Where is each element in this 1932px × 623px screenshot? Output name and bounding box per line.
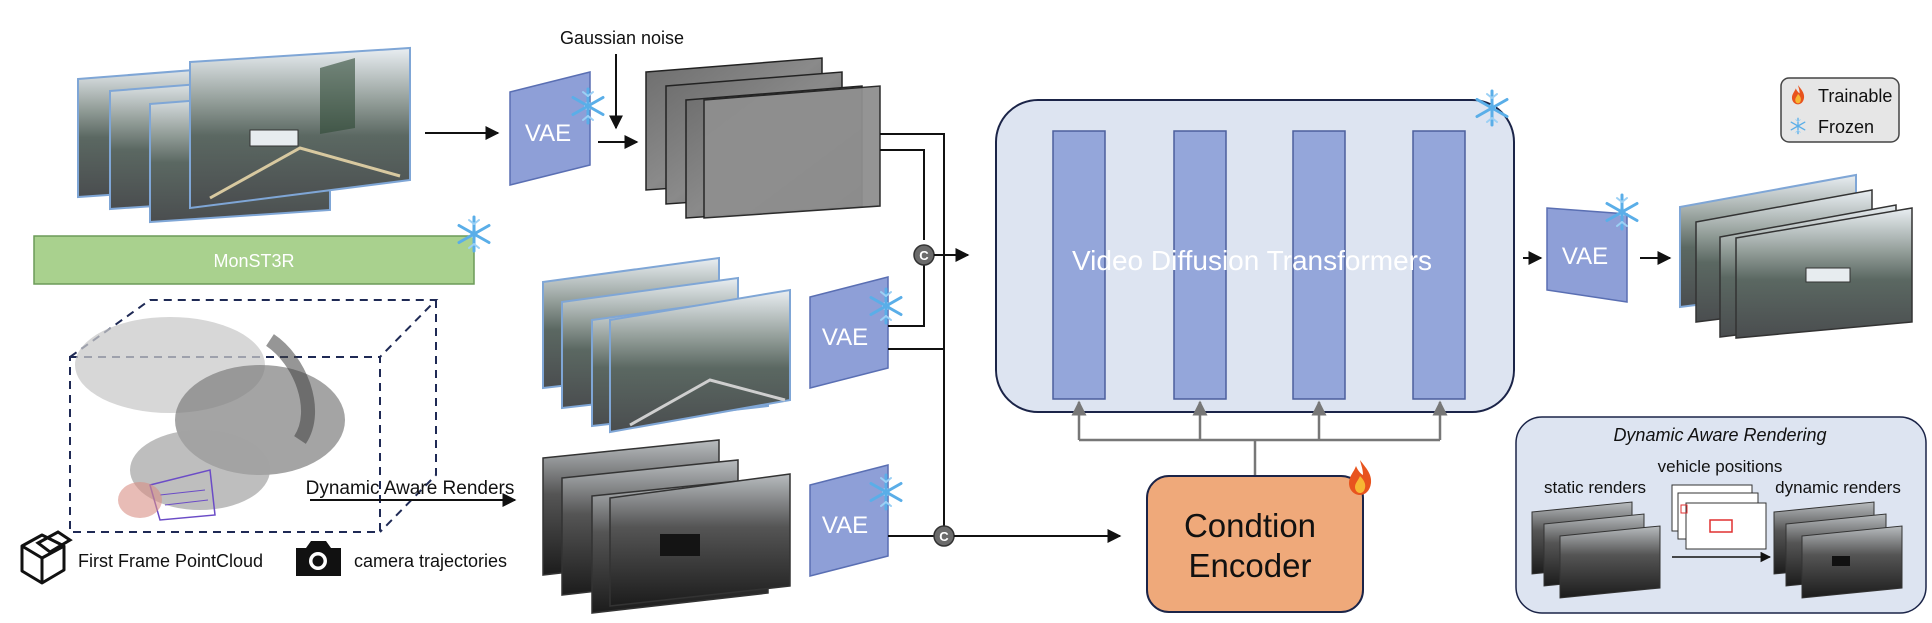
output-video-frames bbox=[1679, 173, 1913, 339]
camera-icon bbox=[296, 541, 341, 576]
pointcloud-scene bbox=[75, 317, 345, 521]
legend-frozen-label: Frozen bbox=[1818, 117, 1874, 137]
dit-panel: Video Diffusion Transformers bbox=[995, 89, 1515, 413]
vehicle-positions-stack bbox=[1671, 484, 1767, 550]
monst3r-label: MonST3R bbox=[213, 251, 294, 271]
flame-icon bbox=[1349, 460, 1372, 495]
noisy-latent-frames bbox=[645, 57, 881, 219]
static-renders-stack bbox=[1531, 501, 1661, 599]
dynamic-aware-renders-label: Dynamic Aware Renders bbox=[306, 478, 515, 499]
static-renders-label: static renders bbox=[1544, 478, 1646, 497]
vae-decoder-output: VAE bbox=[1546, 193, 1639, 303]
camera-trajectories-label: camera trajectories bbox=[354, 551, 507, 571]
legend-trainable-label: Trainable bbox=[1818, 86, 1892, 106]
vehicle-positions-label: vehicle positions bbox=[1658, 457, 1783, 476]
concat-label: C bbox=[919, 248, 929, 263]
concat-node-bottom: C bbox=[933, 525, 955, 547]
middle-frame-stack bbox=[542, 256, 791, 434]
condition-encoder: Condtion Encoder bbox=[1146, 460, 1372, 613]
vae-encoder-bottom: VAE bbox=[809, 464, 903, 577]
vae-label: VAE bbox=[822, 512, 868, 539]
concat-node-top: C bbox=[913, 244, 935, 266]
dynamic-renders-label: dynamic renders bbox=[1775, 478, 1901, 497]
legend-box: Trainable Frozen bbox=[1780, 77, 1900, 143]
dynamic-panel-title: Dynamic Aware Rendering bbox=[1613, 425, 1826, 445]
latent-connectors bbox=[880, 133, 945, 530]
vae-encoder-middle: VAE bbox=[809, 276, 903, 389]
dit-block bbox=[1412, 130, 1466, 400]
vae-label: VAE bbox=[822, 324, 868, 351]
vae-label: VAE bbox=[525, 120, 571, 147]
input-video-frames bbox=[77, 46, 411, 224]
condition-feedback-lines bbox=[1071, 400, 1448, 476]
pointcloud-box: Dynamic Aware Renders bbox=[69, 299, 517, 533]
first-frame-pointcloud-label: First Frame PointCloud bbox=[78, 551, 263, 571]
monst3r-bar: MonST3R bbox=[33, 215, 491, 285]
vae-label: VAE bbox=[1562, 243, 1608, 270]
dit-block bbox=[1292, 130, 1346, 400]
concat-label: C bbox=[939, 529, 949, 544]
pointcloud-legend: First Frame PointCloud camera trajectori… bbox=[20, 530, 507, 585]
dit-label: Video Diffusion Transformers bbox=[1072, 245, 1432, 276]
gaussian-noise-label: Gaussian noise bbox=[560, 28, 684, 48]
middle-connectors bbox=[888, 262, 944, 350]
condition-encoder-line2: Encoder bbox=[1189, 547, 1312, 584]
dynamic-renders-stack bbox=[1773, 501, 1903, 599]
condition-encoder-line1: Condtion bbox=[1184, 507, 1316, 544]
dynamic-rendering-panel: Dynamic Aware Rendering static renders v… bbox=[1515, 416, 1927, 614]
cube-icon bbox=[20, 530, 73, 585]
bottom-frame-stack bbox=[542, 439, 791, 614]
vae-encoder-top: VAE bbox=[509, 71, 605, 186]
dit-block bbox=[1173, 130, 1227, 400]
dit-block bbox=[1052, 130, 1106, 400]
